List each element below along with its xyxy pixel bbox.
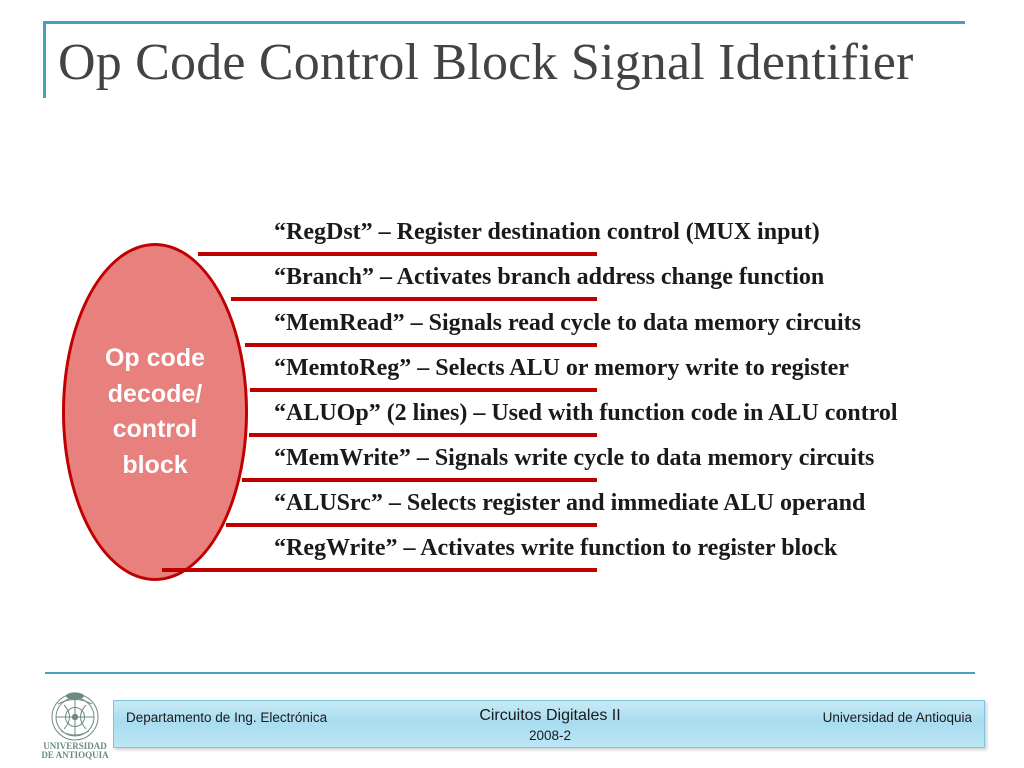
footer-bar: Departamento de Ing. Electrónica Circuit… — [113, 700, 985, 748]
signal-label: “ALUOp” (2 lines) – Used with function c… — [274, 400, 898, 426]
signal-connector-line — [226, 523, 597, 527]
signal-label: “MemRead” – Signals read cycle to data m… — [274, 310, 862, 336]
signal-connector-line — [242, 478, 597, 482]
footer-divider-rule — [45, 672, 975, 674]
logo-line1-text: UNIVERSIDAD — [43, 741, 107, 751]
op-code-block-label: Op code decode/ control block — [104, 344, 205, 479]
signal-connector-line — [245, 343, 597, 347]
page-title: Op Code Control Block Signal Identifier — [58, 34, 914, 91]
signal-connector-line — [250, 388, 597, 392]
signal-label: “RegDst” – Register destination control … — [274, 219, 820, 245]
signal-connector-line — [249, 433, 597, 437]
footer-university-text: Universidad de Antioquia — [822, 710, 972, 725]
signal-row: “ALUOp” (2 lines) – Used with function c… — [0, 398, 1024, 443]
signal-connector-line — [198, 252, 597, 256]
signal-label: “RegWrite” – Activates write function to… — [274, 535, 838, 561]
signal-row: “MemWrite” – Signals write cycle to data… — [0, 443, 1024, 488]
signal-row: “MemRead” – Signals read cycle to data m… — [0, 308, 1024, 353]
signal-label: “ALUSrc” – Selects register and immediat… — [274, 490, 866, 516]
logo-line2-text: DE ANTIOQUIA — [41, 750, 109, 760]
signal-connector-line — [162, 568, 597, 572]
op-code-decode-control-block: Op code decode/ control block — [62, 243, 248, 581]
footer-course-block: Circuitos Digitales II 2008-2 — [114, 706, 986, 745]
university-logo: UNIVERSIDAD DE ANTIOQUIA — [38, 690, 112, 762]
signal-row: “RegDst” – Register destination control … — [0, 217, 1024, 262]
signal-connector-line — [231, 297, 597, 301]
title-top-rule — [43, 21, 965, 24]
signal-label: “MemtoReg” – Selects ALU or memory write… — [274, 355, 849, 381]
title-left-rule — [43, 21, 46, 98]
footer-course-term: 2008-2 — [528, 728, 572, 743]
signal-label: “MemWrite” – Signals write cycle to data… — [274, 445, 875, 471]
signal-row: “MemtoReg” – Selects ALU or memory write… — [0, 353, 1024, 398]
signal-row: “RegWrite” – Activates write function to… — [0, 533, 1024, 578]
footer-department-text: Departamento de Ing. Electrónica — [126, 710, 328, 725]
signal-row: “Branch” – Activates branch address chan… — [0, 262, 1024, 307]
signal-label: “Branch” – Activates branch address chan… — [274, 264, 825, 290]
signal-row: “ALUSrc” – Selects register and immediat… — [0, 488, 1024, 533]
footer-course-title: Circuitos Digitales II — [479, 707, 621, 724]
